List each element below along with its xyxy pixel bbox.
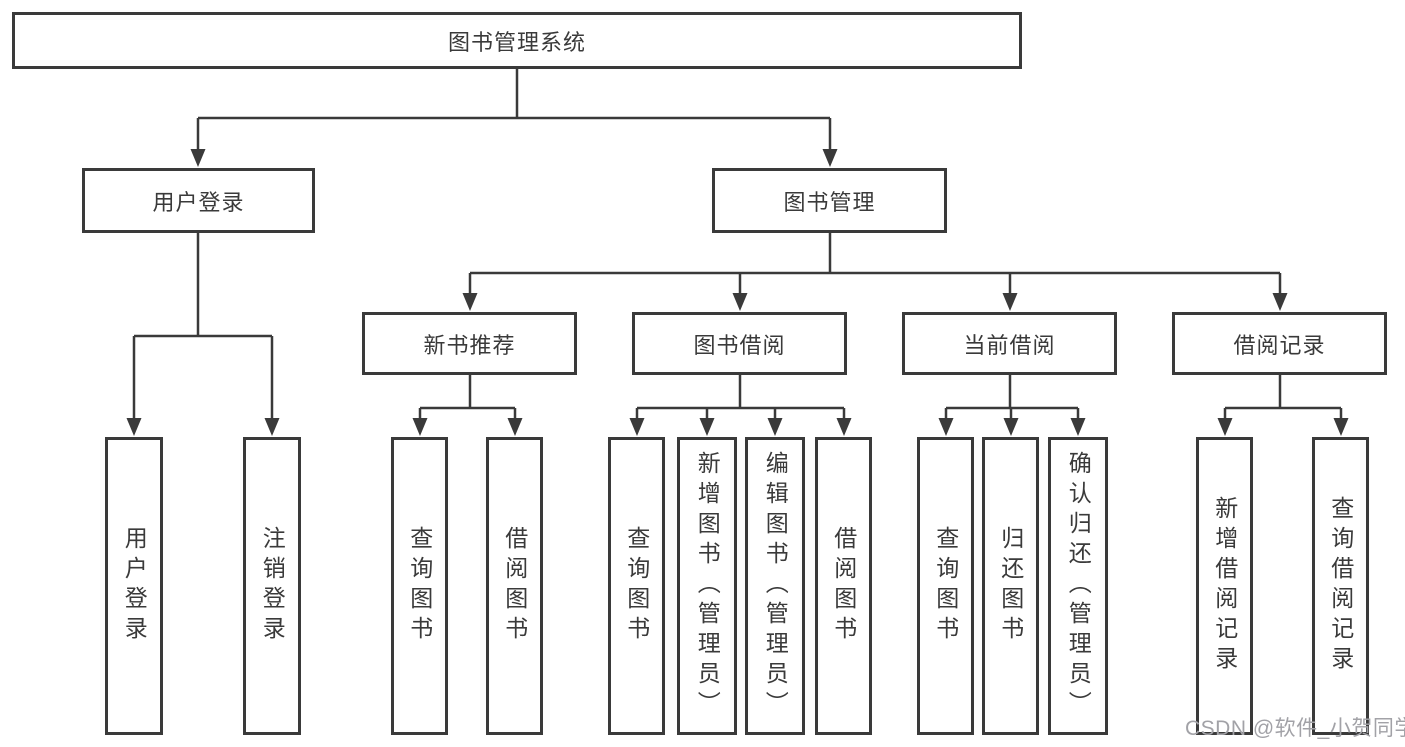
leaf-logout-label: 注销登录 xyxy=(259,526,286,646)
node-root-system-label: 图书管理系统 xyxy=(447,29,586,55)
leaf-add-borrow-record: 新增借阅记录 xyxy=(1196,437,1253,735)
node-book-management-label: 图书管理 xyxy=(783,189,876,215)
leaf-add-book-admin: 新增图书（管理员） xyxy=(677,437,737,735)
node-root-system: 图书管理系统 xyxy=(12,12,1022,69)
leaf-logout: 注销登录 xyxy=(243,437,301,735)
node-new-book-recommend: 新书推荐 xyxy=(362,312,577,375)
leaf-query-borrow-record: 查询借阅记录 xyxy=(1312,437,1369,735)
leaf-query-books-recommend: 查询图书 xyxy=(391,437,448,735)
leaf-add-borrow-record-label: 新增借阅记录 xyxy=(1211,496,1238,676)
leaf-borrow-books-borrow: 借阅图书 xyxy=(815,437,872,735)
leaf-return-books-label: 归还图书 xyxy=(997,526,1024,646)
leaf-query-borrow-record-label: 查询借阅记录 xyxy=(1327,496,1354,676)
csdn-watermark: CSDN @软件_小贺同学 xyxy=(1185,717,1405,740)
node-book-borrowing: 图书借阅 xyxy=(632,312,847,375)
leaf-user-login: 用户登录 xyxy=(105,437,163,735)
node-borrowing-records: 借阅记录 xyxy=(1172,312,1387,375)
leaf-edit-book-admin: 编辑图书（管理员） xyxy=(745,437,805,735)
leaf-confirm-return-admin: 确认归还（管理员） xyxy=(1048,437,1108,735)
node-book-management: 图书管理 xyxy=(712,168,947,233)
leaf-query-books-recommend-label: 查询图书 xyxy=(406,526,433,646)
leaf-borrow-books-borrow-label: 借阅图书 xyxy=(830,526,857,646)
node-book-borrowing-label: 图书借阅 xyxy=(693,332,786,358)
leaf-query-books-borrow: 查询图书 xyxy=(608,437,665,735)
leaf-add-book-admin-label: 新增图书（管理员） xyxy=(694,451,721,721)
leaf-query-books-current: 查询图书 xyxy=(917,437,974,735)
arrowhead-group xyxy=(126,149,1349,436)
leaf-borrow-books-recommend: 借阅图书 xyxy=(486,437,543,735)
node-current-borrowing: 当前借阅 xyxy=(902,312,1117,375)
node-new-book-recommend-label: 新书推荐 xyxy=(423,332,516,358)
node-borrowing-records-label: 借阅记录 xyxy=(1233,332,1326,358)
leaf-query-books-current-label: 查询图书 xyxy=(932,526,959,646)
leaf-user-login-label: 用户登录 xyxy=(121,526,148,646)
leaf-confirm-return-admin-label: 确认归还（管理员） xyxy=(1065,451,1092,721)
node-user-login-group-label: 用户登录 xyxy=(152,189,245,215)
leaf-borrow-books-recommend-label: 借阅图书 xyxy=(501,526,528,646)
node-current-borrowing-label: 当前借阅 xyxy=(963,332,1056,358)
leaf-return-books: 归还图书 xyxy=(982,437,1039,735)
leaf-query-books-borrow-label: 查询图书 xyxy=(623,526,650,646)
node-user-login-group: 用户登录 xyxy=(82,168,315,233)
leaf-edit-book-admin-label: 编辑图书（管理员） xyxy=(762,451,789,721)
